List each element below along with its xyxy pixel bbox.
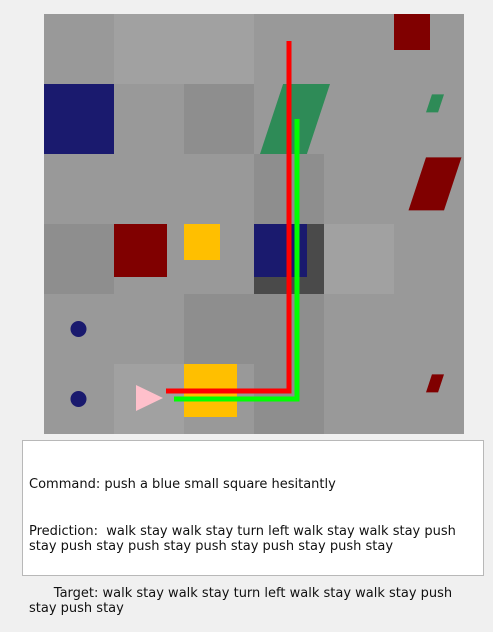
grid-cell [394,294,464,364]
maroon-square-object [394,14,430,50]
agent-triangle-icon [136,385,163,411]
caption-box: Command: push a blue small square hesita… [22,440,484,616]
grid-cell [184,154,254,224]
grid-cell [184,14,254,84]
grid-cell [324,84,394,154]
grid-cell [114,294,184,364]
grid-cell [44,154,114,224]
grid-cell [44,14,114,84]
grid-world [44,14,464,434]
prediction-path-line [166,41,292,394]
grid-cell [184,294,254,364]
gold-square-object [184,224,220,260]
grid-cell [114,84,184,154]
grid-cell [114,14,184,84]
grid-cell [394,224,464,294]
command-text: Command: push a blue small square hesita… [29,477,336,492]
navy-square-object [44,84,114,154]
green-cylinder-object [426,94,444,113]
grid-cell [324,154,394,224]
grid-cell [394,84,464,154]
grid-cell [324,224,394,294]
target-text: Target: walk stay walk stay turn left wa… [29,585,457,617]
grid-cell [324,294,394,364]
maroon-cylinder-object [426,374,444,393]
navy-circle-object [70,321,87,337]
grid-cell [394,364,464,434]
target-path-line [174,119,300,402]
grid-cell [324,364,394,434]
prediction-text: Prediction: walk stay walk stay turn lef… [29,523,461,555]
grid-cell [184,84,254,154]
grid-cell [114,154,184,224]
maroon-square-object [114,224,167,277]
navy-circle-object [70,391,87,407]
grid-cell [44,224,114,294]
grid-cell [324,14,394,84]
grid-world-canvas [44,14,464,434]
maroon-cylinder-object [408,157,462,211]
